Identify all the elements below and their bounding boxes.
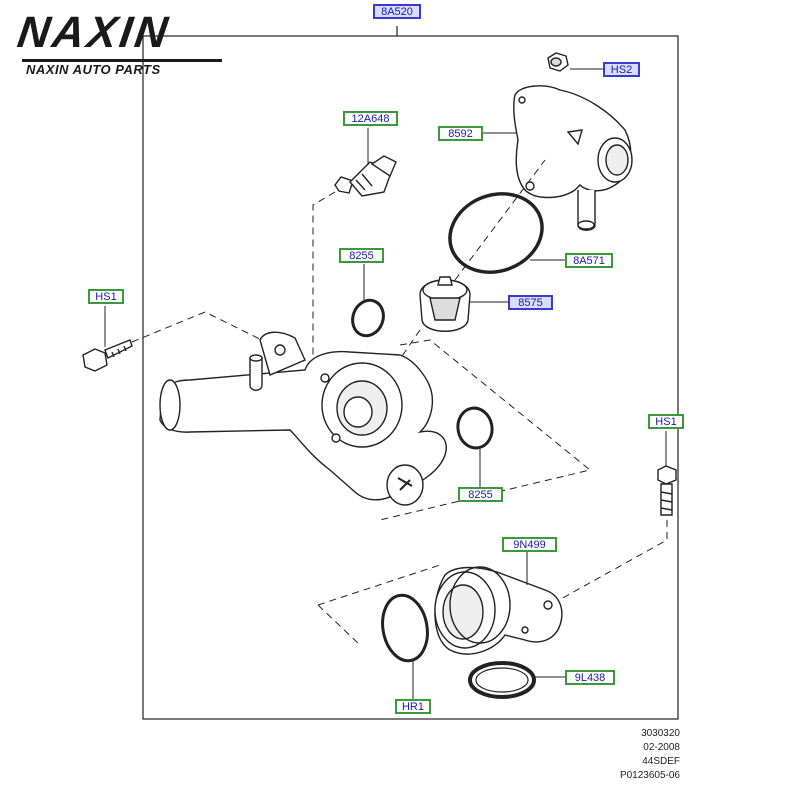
callout-hs1-left[interactable]: HS1	[88, 289, 124, 304]
callout-thermostat[interactable]: 8575	[508, 295, 553, 310]
lower-cluster-outline	[379, 339, 592, 521]
callout-oring-large[interactable]: 8A571	[565, 253, 613, 268]
drawing-reference-block: 3030320 02-2008 44SDEF P0123605-06	[600, 727, 680, 783]
logo-rule	[22, 59, 222, 62]
callout-sensor[interactable]: 12A648	[343, 111, 398, 126]
footer-line-2: 02-2008	[643, 742, 680, 753]
callout-oring-bottom[interactable]: HR1	[395, 699, 431, 714]
oring-HR1	[381, 593, 429, 663]
footer-line-3: 44SDEF	[642, 756, 680, 767]
housing-axis	[454, 159, 546, 281]
callout-hs2[interactable]: HS2	[603, 62, 640, 77]
logo-tagline: NAXIN AUTO PARTS	[26, 62, 161, 77]
hs1-right-axis	[549, 520, 668, 606]
callout-housing[interactable]: 8592	[438, 126, 483, 141]
callout-elbow[interactable]: 9N499	[502, 537, 557, 552]
housing-8592	[513, 85, 633, 231]
sensor-axis	[312, 191, 336, 360]
sensor-12A648	[334, 155, 397, 197]
elbow-9N499	[434, 566, 563, 655]
elbow-axis	[317, 564, 441, 646]
brand-logo: NAXIN NAXIN AUTO PARTS	[10, 8, 240, 78]
callout-gasket-lower[interactable]: 8255	[458, 487, 503, 502]
hs1-left-bolt	[82, 339, 133, 372]
callout-gasket-bottom[interactable]: 9L438	[565, 670, 615, 685]
callout-hs1-right[interactable]: HS1	[648, 414, 684, 429]
footer-line-1: 3030320	[641, 728, 680, 739]
callout-assembly[interactable]: 8A520	[373, 4, 421, 19]
gasket-9L438	[468, 661, 536, 699]
footer-line-4: P0123605-06	[619, 770, 680, 781]
hs1-left-axis	[131, 311, 273, 346]
oring-8A571	[448, 192, 544, 274]
callout-gasket-upper[interactable]: 8255	[339, 248, 384, 263]
gasket-8255-lower	[456, 406, 494, 450]
thermostat-8575	[419, 276, 471, 332]
assembly-frame	[142, 35, 679, 720]
outlet-body	[159, 331, 447, 506]
hs2-bolt	[547, 52, 569, 72]
gasket-8255-upper	[351, 298, 385, 338]
hs1-right-bolt	[657, 465, 677, 516]
